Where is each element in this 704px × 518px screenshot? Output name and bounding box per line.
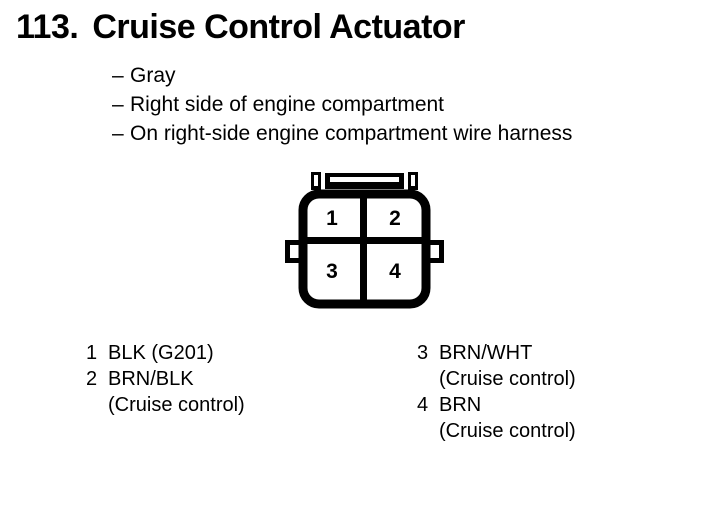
pin-legend-left: 1 BLK (G201) 2 BRN/BLK (Cruise control)	[86, 340, 245, 418]
connector-diagram: 1 2 3 4	[285, 168, 445, 310]
spec-list: – Gray – Right side of engine compartmen…	[112, 61, 572, 148]
legend-pin-number: 4	[417, 394, 429, 416]
pin-number-1: 1	[326, 207, 338, 230]
legend-entry-pin-3: 3 BRN/WHT (Cruise control)	[417, 340, 576, 392]
page-title: 113. Cruise Control Actuator	[16, 8, 465, 47]
section-title: Cruise Control Actuator	[92, 8, 465, 46]
pin-number-2: 2	[389, 207, 401, 230]
legend-pin-number: 1	[86, 342, 98, 364]
section-number: 113.	[16, 8, 79, 46]
latch-post-left-slot	[314, 175, 318, 186]
pin-number-4: 4	[389, 260, 401, 283]
latch-post-right-slot	[411, 175, 415, 186]
legend-circuit-desc: (Cruise control)	[439, 368, 576, 390]
latch-bar-slot	[330, 177, 399, 182]
pin-legend-right: 3 BRN/WHT (Cruise control) 4 BRN (Cruise…	[417, 340, 576, 444]
pin-divider-vertical	[360, 194, 367, 304]
legend-circuit-desc: (Cruise control)	[108, 394, 245, 416]
legend-entry-pin-2: 2 BRN/BLK (Cruise control)	[86, 366, 245, 418]
dash-bullet-icon: –	[112, 122, 124, 145]
legend-circuit-desc: (Cruise control)	[439, 420, 576, 442]
legend-pin-number: 3	[417, 342, 429, 364]
legend-wire-color: BRN	[439, 394, 482, 416]
spec-item-label: Right side of engine compartment	[130, 93, 445, 116]
dash-bullet-icon: –	[112, 93, 124, 116]
pin-number-3: 3	[326, 260, 338, 283]
legend-wire-color: BRN/WHT	[439, 342, 533, 364]
spec-item-location: – Right side of engine compartment	[112, 90, 572, 119]
legend-entry-pin-1: 1 BLK (G201)	[86, 340, 245, 366]
spec-item-harness: – On right-side engine compartment wire …	[112, 119, 572, 148]
dash-bullet-icon: –	[112, 64, 124, 87]
spec-item-label: On right-side engine compartment wire ha…	[130, 122, 573, 145]
spec-item-color: – Gray	[112, 61, 572, 90]
pin-divider-horizontal	[303, 237, 426, 244]
legend-pin-number: 2	[86, 368, 98, 390]
legend-wire-color: BLK (G201)	[108, 342, 214, 364]
legend-entry-pin-4: 4 BRN (Cruise control)	[417, 392, 576, 444]
legend-wire-color: BRN/BLK	[108, 368, 194, 390]
spec-item-label: Gray	[130, 64, 176, 87]
